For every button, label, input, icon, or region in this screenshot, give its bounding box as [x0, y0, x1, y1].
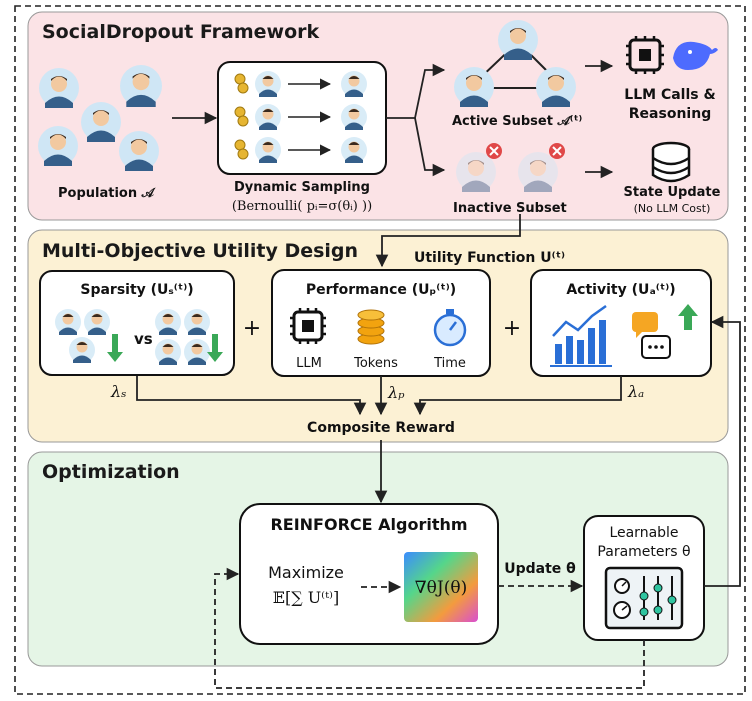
- params-line1: Learnable: [609, 525, 678, 541]
- composite-reward-label: Composite Reward: [307, 420, 455, 436]
- perf-item-llm: LLM: [296, 356, 322, 371]
- sampling-row: [234, 71, 367, 97]
- expectation-formula: 𝔼[∑ U⁽ᵗ⁾]: [273, 588, 339, 607]
- active-subset-avatars: [454, 20, 576, 107]
- arrow-params-to-activity: [704, 315, 741, 587]
- state-update-label: State Update: [624, 185, 721, 200]
- plus-sign: +: [503, 316, 521, 341]
- llm-calls-line2: Reasoning: [629, 106, 711, 122]
- performance-label: Performance (Uₚ⁽ᵗ⁾): [306, 282, 456, 298]
- stopwatch-icon: [433, 309, 467, 347]
- arrow-to-active: [386, 63, 446, 119]
- sampling-rows: [234, 71, 367, 163]
- database-icon: [651, 141, 691, 183]
- utility-function-label: Utility Function U⁽ᵗ⁾: [414, 250, 565, 266]
- sampling-formula: (Bernoulli( pᵢ=σ(θᵢ) )): [232, 199, 372, 214]
- outer-dashed-frame: [14, 5, 746, 695]
- lambda-s: λₛ: [110, 382, 127, 401]
- llm-calls-line1: LLM Calls &: [624, 87, 715, 103]
- down-arrow-icon: [207, 334, 223, 362]
- llm-chip-icon: [290, 308, 326, 344]
- arrow-to-inactive: [414, 117, 446, 177]
- deepseek-whale-icon: [673, 41, 718, 70]
- gradient-formula: ∇θJ(θ): [415, 578, 467, 598]
- up-arrow-icon: [678, 304, 698, 330]
- reinforce-title: REINFORCE Algorithm: [270, 515, 467, 534]
- activity-label: Activity (Uₐ⁽ᵗ⁾): [566, 282, 675, 298]
- lambda-p: λₚ: [387, 383, 405, 402]
- maximize-label: Maximize: [268, 563, 344, 582]
- chip-icon: [626, 36, 664, 74]
- sparsity-label: Sparsity (Uₛ⁽ᵗ⁾): [80, 282, 193, 298]
- params-line2: Parameters θ: [597, 544, 690, 560]
- control-panel-icon: [604, 566, 684, 630]
- state-update-note: (No LLM Cost): [634, 202, 711, 215]
- sampling-label: Dynamic Sampling: [234, 180, 370, 195]
- active-subset-label: Active Subset 𝒜⁽ᵗ⁾: [452, 114, 583, 129]
- arrow-params-to-reinforce: [214, 567, 645, 689]
- bar-chart-icon: [550, 304, 612, 367]
- population-label: Population 𝒜: [58, 186, 157, 201]
- sampling-row: [234, 137, 367, 163]
- tokens-coins-icon: [357, 309, 385, 345]
- arrow-sparsity-to-reward: [136, 376, 367, 416]
- sampling-row: [234, 104, 367, 130]
- inactive-x-marks: [486, 143, 565, 159]
- gradient-box: [404, 552, 478, 622]
- chat-bubbles-icon: [632, 312, 671, 359]
- arrow-activity-to-reward: [413, 376, 622, 416]
- arrow-to-utility: [375, 214, 521, 268]
- framework-title: SocialDropout Framework: [42, 21, 320, 43]
- vs-label: vs: [134, 330, 153, 348]
- utility-title: Multi-Objective Utility Design: [42, 240, 358, 262]
- inactive-subset-label: Inactive Subset: [453, 201, 567, 216]
- perf-item-time: Time: [433, 356, 466, 371]
- perf-item-tokens: Tokens: [353, 356, 398, 371]
- down-arrow-icon: [107, 334, 123, 362]
- lambda-a: λₐ: [627, 382, 644, 401]
- update-label: Update θ: [504, 561, 576, 577]
- optimization-title: Optimization: [42, 461, 180, 483]
- plus-sign: +: [243, 316, 261, 341]
